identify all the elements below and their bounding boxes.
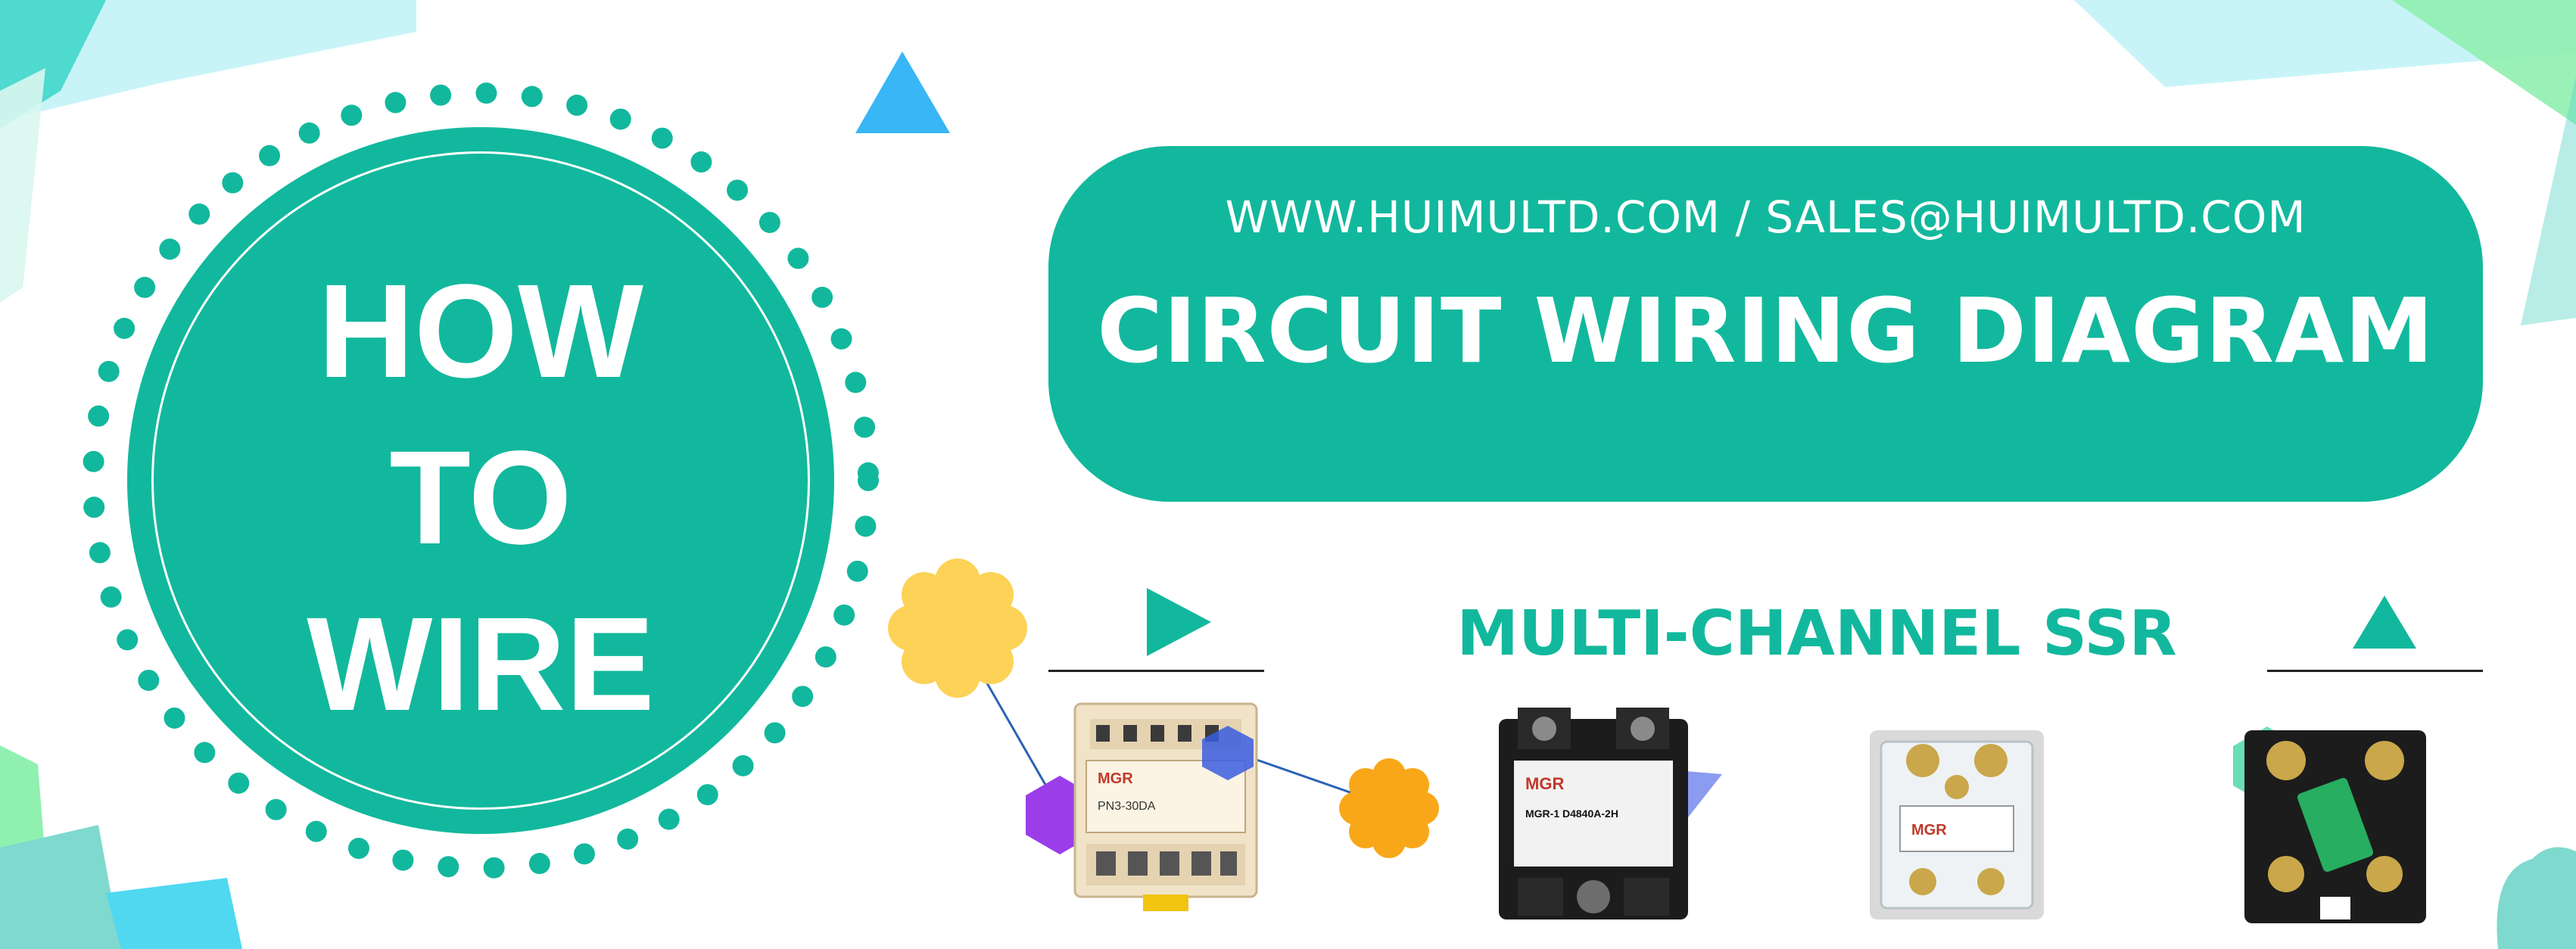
contact-info: WWW.HUIMULTD.COM / SALES@HUIMULTD.COM xyxy=(1225,191,2307,243)
product-image-terminal-block-ssr xyxy=(2244,730,2426,923)
product-image-clear-cover-ssr: MGR xyxy=(1870,730,2044,919)
corner-shape-top-left xyxy=(0,0,416,121)
page-title: CIRCUIT WIRING DIAGRAM xyxy=(1097,278,2434,383)
corner-shape-top-right-green xyxy=(2392,0,2576,125)
badge-heading: HOW TO WIRE xyxy=(127,248,834,748)
dotted-ring xyxy=(83,82,879,879)
section-subtitle: MULTI-CHANNEL SSR xyxy=(1456,598,2177,670)
product-brand-label: MGR xyxy=(1525,774,1564,793)
product-image-single-phase-ssr: MGR MGR-1 D4840A-2H xyxy=(1499,708,1688,919)
product-model-label: PN3-30DA xyxy=(1098,800,1156,813)
divider-right xyxy=(2267,670,2483,672)
corner-shape-bottom-left-teal xyxy=(0,825,121,949)
badge-line-wire: WIRE xyxy=(307,590,655,739)
how-to-wire-badge: HOW TO WIRE xyxy=(127,127,834,834)
product-brand-label: MGR xyxy=(1098,770,1133,787)
corner-shape-right-edge xyxy=(2521,76,2576,325)
play-triangle-icon xyxy=(1147,588,1211,656)
triangle-shape-top xyxy=(855,51,950,133)
product-brand-label: MGR xyxy=(1911,822,1947,839)
badge-line-how: HOW xyxy=(317,257,644,406)
badge-inner-ring xyxy=(151,151,810,810)
divider-left xyxy=(1048,670,1264,672)
badge-line-to: TO xyxy=(389,424,572,572)
product-model-label: MGR-1 D4840A-2H xyxy=(1525,807,1618,820)
triangle-shape-right xyxy=(2353,596,2416,649)
corner-shape-bottom-right-cloud xyxy=(2497,847,2576,949)
corner-shape-left-edge xyxy=(0,68,45,303)
flower-shape-yellow xyxy=(888,559,1027,698)
flower-shape-orange xyxy=(1339,758,1439,858)
title-banner: WWW.HUIMULTD.COM / SALES@HUIMULTD.COM CI… xyxy=(1048,146,2483,502)
corner-shape-bottom-left-sky xyxy=(106,878,242,949)
hexagon-shape-blue xyxy=(1202,726,1254,780)
